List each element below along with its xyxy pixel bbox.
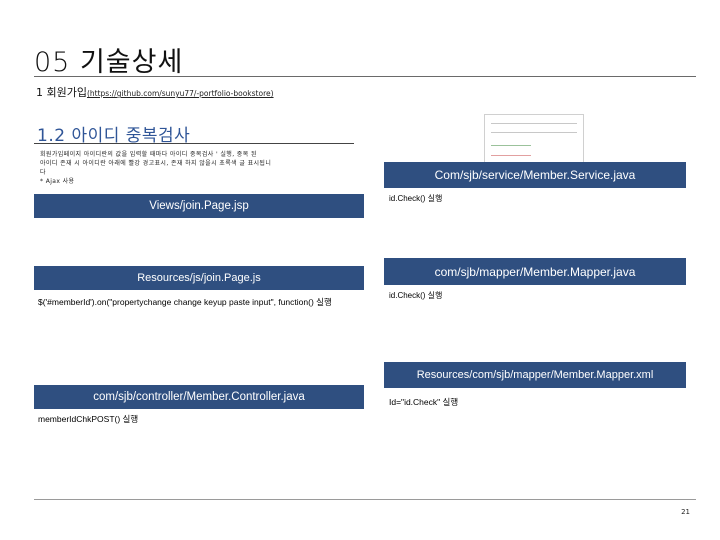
thumbnail-line: [491, 155, 531, 156]
slide-title: 05 기술상세: [34, 47, 184, 78]
subtitle-text: 1 회원가입: [36, 86, 87, 99]
description-line: 회원가입페이지 아이디란의 값을 입력할 때마다 아이디 중복검사 ' 실행, …: [40, 151, 257, 158]
mapper-note: id.Check() 실행: [389, 291, 443, 300]
controller-box: com/sjb/controller/Member.Controller.jav…: [34, 385, 364, 409]
section-heading: 1.2 아이디 중복검사: [37, 126, 191, 146]
view-jsp-box: Views/join.Page.jsp: [34, 194, 364, 218]
description-line: 다: [40, 169, 46, 176]
footer-divider: [34, 499, 696, 500]
page-number: 21: [681, 508, 690, 516]
slide-subtitle: 1 회원가입(https://github.com/sunyu77/-portf…: [36, 84, 274, 100]
section-divider: [34, 143, 354, 144]
thumbnail-line: [491, 145, 531, 146]
service-note: id.Check() 실행: [389, 194, 443, 203]
thumbnail-line: [491, 132, 577, 133]
join-form-screenshot-thumbnail: [484, 114, 584, 169]
description-line: 아이디 존재 시 아이디란 아래에 빨강 경고표시, 존재 하지 않을시 초록색…: [40, 160, 272, 167]
js-handler-note: $('#memberId').on("propertychange change…: [38, 297, 332, 307]
description: 회원가입페이지 아이디란의 값을 입력할 때마다 아이디 중복검사 ' 실행, …: [40, 150, 360, 186]
description-line: * Ajax 사용: [40, 178, 75, 185]
mapper-xml-note: Id="id.Check" 실행: [389, 397, 459, 407]
thumbnail-line: [491, 123, 577, 124]
controller-note: memberIdChkPOST() 실행: [38, 414, 139, 424]
repo-link[interactable]: (https://github.com/sunyu77/-portfolio-b…: [86, 89, 274, 98]
service-box: Com/sjb/service/Member.Service.java: [384, 162, 686, 188]
title-divider: [34, 76, 696, 77]
js-file-box: Resources/js/join.Page.js: [34, 266, 364, 290]
mapper-box: com/sjb/mapper/Member.Mapper.java: [384, 258, 686, 285]
mapper-xml-box: Resources/com/sjb/mapper/Member.Mapper.x…: [384, 362, 686, 388]
